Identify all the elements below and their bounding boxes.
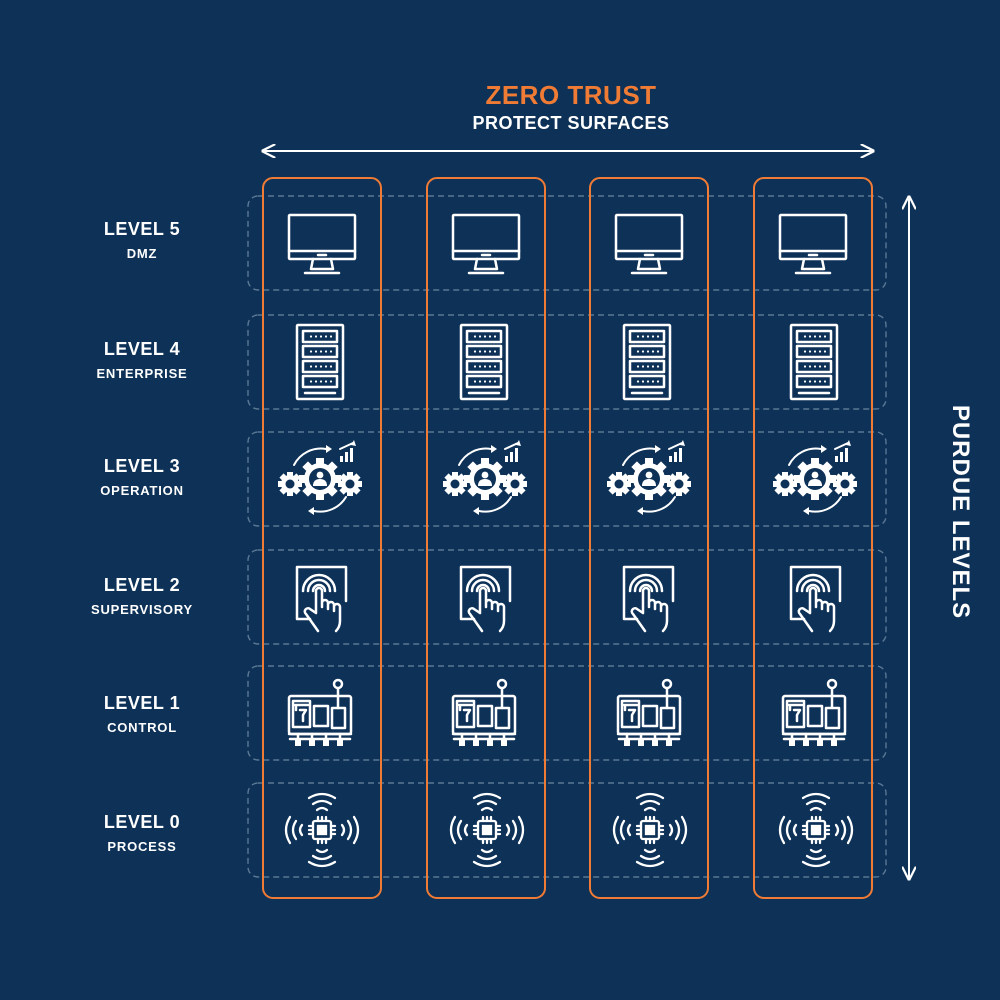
monitor-icon [287, 213, 357, 275]
monitor-icon [778, 213, 848, 275]
level-5-label: LEVEL 5 DMZ [62, 219, 222, 261]
level-0-name: LEVEL 0 [103, 812, 181, 832]
diagram-subtitle: PROTECT SURFACES [472, 113, 670, 133]
touch-panel-icon [622, 565, 675, 633]
level-1-label: LEVEL 1 CONTROL [62, 693, 222, 735]
level-5-name: LEVEL 5 [103, 219, 181, 239]
level-3-row [247, 431, 887, 527]
level-4-sub: ENTERPRISE [96, 366, 188, 381]
touch-panel-icon [459, 565, 512, 633]
protect-surface-column-1 [262, 177, 382, 899]
level-2-row [247, 549, 887, 645]
level-4-name: LEVEL 4 [103, 339, 181, 359]
sensor-chip-icon [449, 792, 525, 868]
diagram-title: ZERO TRUST [485, 80, 657, 110]
level-3-label: LEVEL 3 OPERATION [62, 456, 222, 498]
sensor-chip-icon [778, 792, 854, 868]
control-machine-icon [781, 678, 847, 748]
control-machine-icon [616, 678, 682, 748]
level-5-sub: DMZ [126, 246, 158, 261]
gears-operation-icon [772, 439, 858, 516]
level-0-label: LEVEL 0 PROCESS [62, 812, 222, 854]
level-2-label: LEVEL 2 SUPERVISORY [62, 575, 222, 617]
gears-operation-icon [606, 439, 692, 516]
protect-surface-column-3 [589, 177, 709, 899]
level-1-row [247, 665, 887, 761]
level-1-name: LEVEL 1 [103, 693, 181, 713]
level-2-sub: SUPERVISORY [91, 602, 193, 617]
level-5-row [247, 195, 887, 291]
level-4-label: LEVEL 4 ENTERPRISE [62, 339, 222, 381]
server-rack-icon [789, 323, 839, 401]
level-4-row [247, 314, 887, 410]
level-3-sub: OPERATION [100, 483, 184, 498]
protect-surface-column-2 [426, 177, 546, 899]
control-machine-icon [451, 678, 517, 748]
gears-operation-icon [442, 439, 528, 516]
level-3-name: LEVEL 3 [103, 456, 181, 476]
touch-panel-icon [789, 565, 842, 633]
sensor-chip-icon [284, 792, 360, 868]
level-0-sub: PROCESS [107, 839, 177, 854]
touch-panel-icon [295, 565, 348, 633]
gears-operation-icon [277, 439, 363, 516]
monitor-icon [451, 213, 521, 275]
server-rack-icon [622, 323, 672, 401]
monitor-icon [614, 213, 684, 275]
server-rack-icon [295, 323, 345, 401]
level-1-sub: CONTROL [107, 720, 177, 735]
sensor-chip-icon [612, 792, 688, 868]
protect-surface-column-4 [753, 177, 873, 899]
level-2-name: LEVEL 2 [103, 575, 181, 595]
level-0-row [247, 782, 887, 878]
control-machine-icon [287, 678, 353, 748]
server-rack-icon [459, 323, 509, 401]
